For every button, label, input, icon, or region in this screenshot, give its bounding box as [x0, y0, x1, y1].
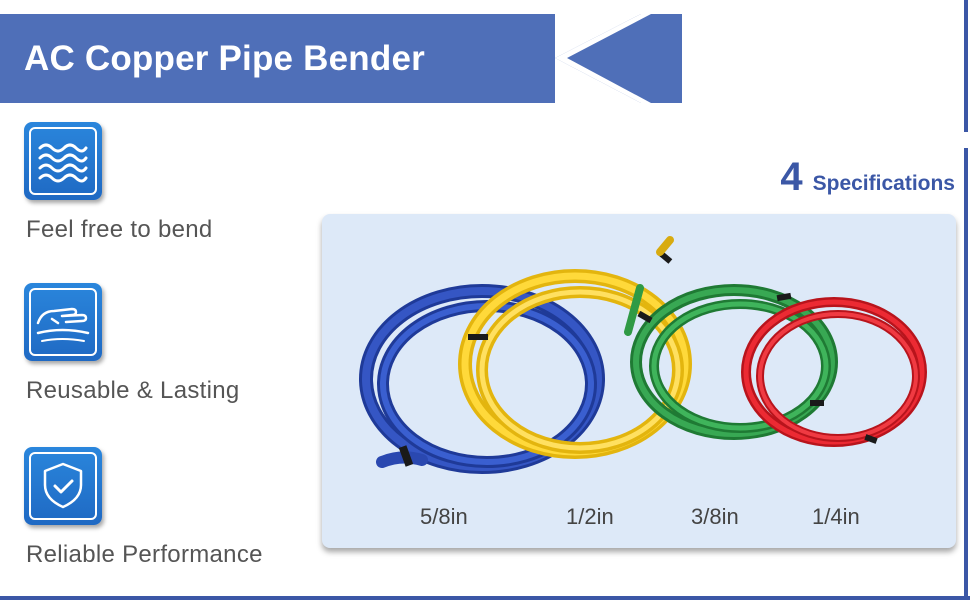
feature-item: Reliable Performance [24, 447, 314, 569]
feature-item: Reusable & Lasting [24, 283, 314, 405]
yellow-coil [458, 236, 692, 459]
size-label: 3/8in [691, 504, 739, 529]
product-panel: 5/8in 1/2in 3/8in 1/4in [322, 214, 956, 548]
bottom-divider [0, 596, 970, 600]
spec-label: Specifications [812, 172, 955, 195]
red-coil [741, 292, 927, 447]
edge-divider [964, 0, 968, 132]
feature-label: Feel free to bend [26, 216, 213, 243]
chevron-left-icon [555, 14, 682, 103]
feature-label: Reliable Performance [26, 541, 263, 568]
hand-icon [24, 283, 102, 361]
page-title: AC Copper Pipe Bender [24, 39, 425, 78]
size-label: 1/4in [812, 504, 860, 529]
feature-label: Reusable & Lasting [26, 377, 240, 404]
size-label: 1/2in [566, 504, 614, 529]
edge-divider [964, 148, 968, 600]
spec-count: 4 [780, 155, 803, 199]
tubing-coils-image [359, 236, 927, 474]
green-coil [624, 284, 838, 440]
specifications-heading: 4 Specifications [780, 155, 955, 200]
shield-check-icon [24, 447, 102, 525]
feature-item: Feel free to bend [24, 122, 314, 244]
size-label: 5/8in [420, 504, 468, 529]
waves-icon [24, 122, 102, 200]
